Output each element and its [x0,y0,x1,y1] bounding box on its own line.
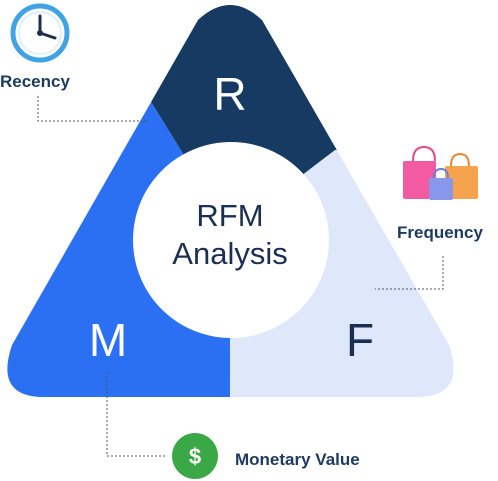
frequency-connector [375,256,444,290]
monetary-label: Monetary Value [235,450,360,469]
center-title-line2: Analysis [172,236,287,271]
dollar-symbol: $ [189,444,201,469]
frequency-letter: F [346,314,374,366]
center-circle [133,142,329,338]
recency-letter: R [213,68,246,120]
dollar-coin-icon: $ [172,433,218,479]
monetary-letter: M [89,314,127,366]
monetary-connector [106,372,165,457]
clock-icon [10,3,70,63]
center-title-line1: RFM [196,198,263,233]
recency-label: Recency [0,72,70,91]
recency-connector [37,96,148,122]
shopping-bags-icon [403,145,478,200]
frequency-label: Frequency [397,223,484,242]
